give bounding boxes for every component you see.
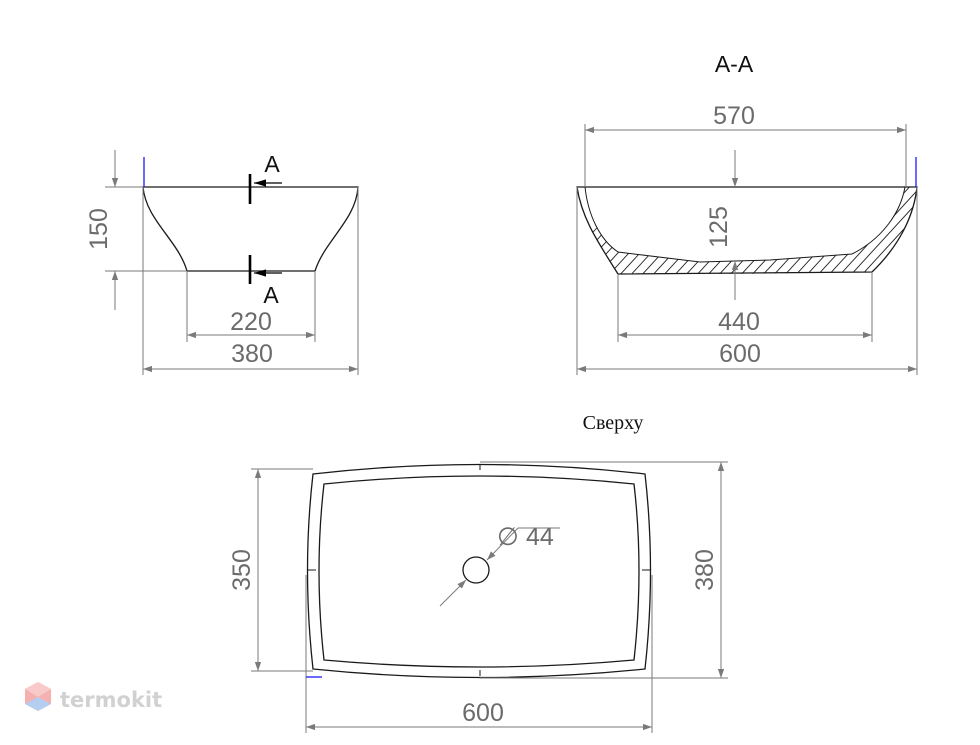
section-title: A-A xyxy=(715,51,754,77)
termokit-logo-icon xyxy=(25,682,51,711)
hatch-line xyxy=(869,187,917,274)
hatch-line xyxy=(880,187,917,274)
drain-leader-upper xyxy=(486,527,519,561)
drain-diameter-label: 44 xyxy=(526,523,554,551)
section-label-top: A xyxy=(264,151,280,177)
top-width-label: 600 xyxy=(462,699,504,727)
side-bottom-width-label: 220 xyxy=(230,308,272,336)
hatch-line xyxy=(836,187,917,274)
section-view: A-A 570 125 440 600 xyxy=(576,51,980,375)
drain-diameter-symbol: ∅ xyxy=(497,523,519,551)
hatch-line xyxy=(902,187,917,274)
section-bottom-width-label: 440 xyxy=(718,308,760,336)
section-inner-outline xyxy=(584,186,906,263)
top-view-title: Сверху xyxy=(583,412,644,434)
hatch-line xyxy=(858,187,917,274)
section-overall-width-label: 600 xyxy=(719,340,761,368)
hatch-line xyxy=(925,170,980,290)
top-overall-height-label: 380 xyxy=(691,549,719,591)
hatch-line xyxy=(947,170,980,290)
hatch-line xyxy=(958,170,980,290)
section-depth-label: 125 xyxy=(705,206,733,248)
section-label-bottom: A xyxy=(263,282,279,308)
section-outer-outline xyxy=(576,186,918,275)
side-height-label: 150 xyxy=(85,208,113,250)
top-inner-height-label: 350 xyxy=(228,549,256,591)
watermark-brand: termokit xyxy=(60,688,162,712)
hatch-line xyxy=(847,187,917,274)
hatch-line xyxy=(936,170,980,290)
section-hatching xyxy=(577,170,980,290)
side-view: 150 220 380 A A xyxy=(85,150,359,375)
side-top-width-label: 380 xyxy=(231,340,273,368)
top-outer-rim xyxy=(306,463,652,679)
drain-hole xyxy=(462,556,490,584)
section-inner-width-label: 570 xyxy=(713,102,755,130)
drain-leader-lower xyxy=(439,579,467,607)
top-inner-rim xyxy=(318,475,640,668)
hatch-line xyxy=(913,187,917,274)
watermark: termokit xyxy=(25,682,162,712)
top-view: Сверху ∅ 44 350 380 600 xyxy=(228,412,728,733)
